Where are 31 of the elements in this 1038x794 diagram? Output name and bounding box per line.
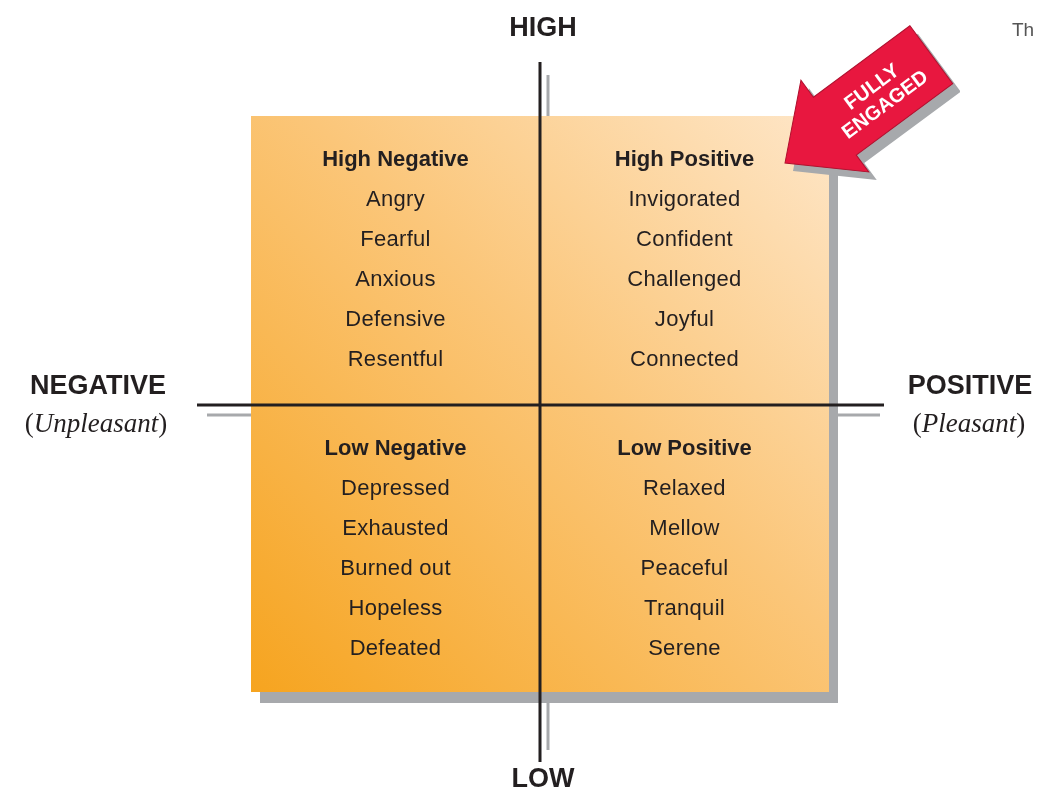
emotion-word: Exhausted (342, 514, 449, 542)
cut-off-text: Th (1012, 18, 1035, 41)
emotion-word: Tranquil (643, 594, 726, 622)
axis-label: NEGATIVE (30, 370, 166, 401)
axis-sublabel: (Unpleasant) (24, 408, 168, 439)
emotion-word: Peaceful (640, 554, 729, 582)
emotion-word: Serene (648, 634, 721, 662)
emotion-word: Angry (366, 185, 425, 213)
emotion-word: Depressed (340, 474, 451, 502)
quadrant-heading: High Positive (614, 145, 755, 173)
axis-label: LOW (511, 763, 575, 794)
quadrant-heading: High Negative (322, 145, 469, 173)
emotion-word: Relaxed (643, 474, 726, 502)
quadrant-heading: Low Negative (324, 434, 467, 462)
emotion-word: Fearful (360, 225, 431, 253)
emotion-word: Invigorated (628, 185, 741, 213)
emotion-word: Mellow (649, 514, 720, 542)
emotion-word: Defensive (345, 305, 446, 333)
emotion-word: Joyful (654, 305, 715, 333)
emotion-word: Burned out (340, 554, 451, 582)
emotion-word: Defeated (349, 634, 442, 662)
axis-sublabel: (Pleasant) (912, 408, 1026, 439)
axis-label: POSITIVE (907, 370, 1033, 401)
emotion-word: Connected (629, 345, 740, 373)
emotion-word: Resentful (347, 345, 444, 373)
axis-label: HIGH (509, 12, 577, 43)
emotion-word: Confident (636, 225, 733, 253)
emotion-word: Anxious (355, 265, 436, 293)
emotion-word: Challenged (627, 265, 742, 293)
quadrant-heading: Low Positive (617, 434, 752, 462)
emotion-word: Hopeless (348, 594, 443, 622)
